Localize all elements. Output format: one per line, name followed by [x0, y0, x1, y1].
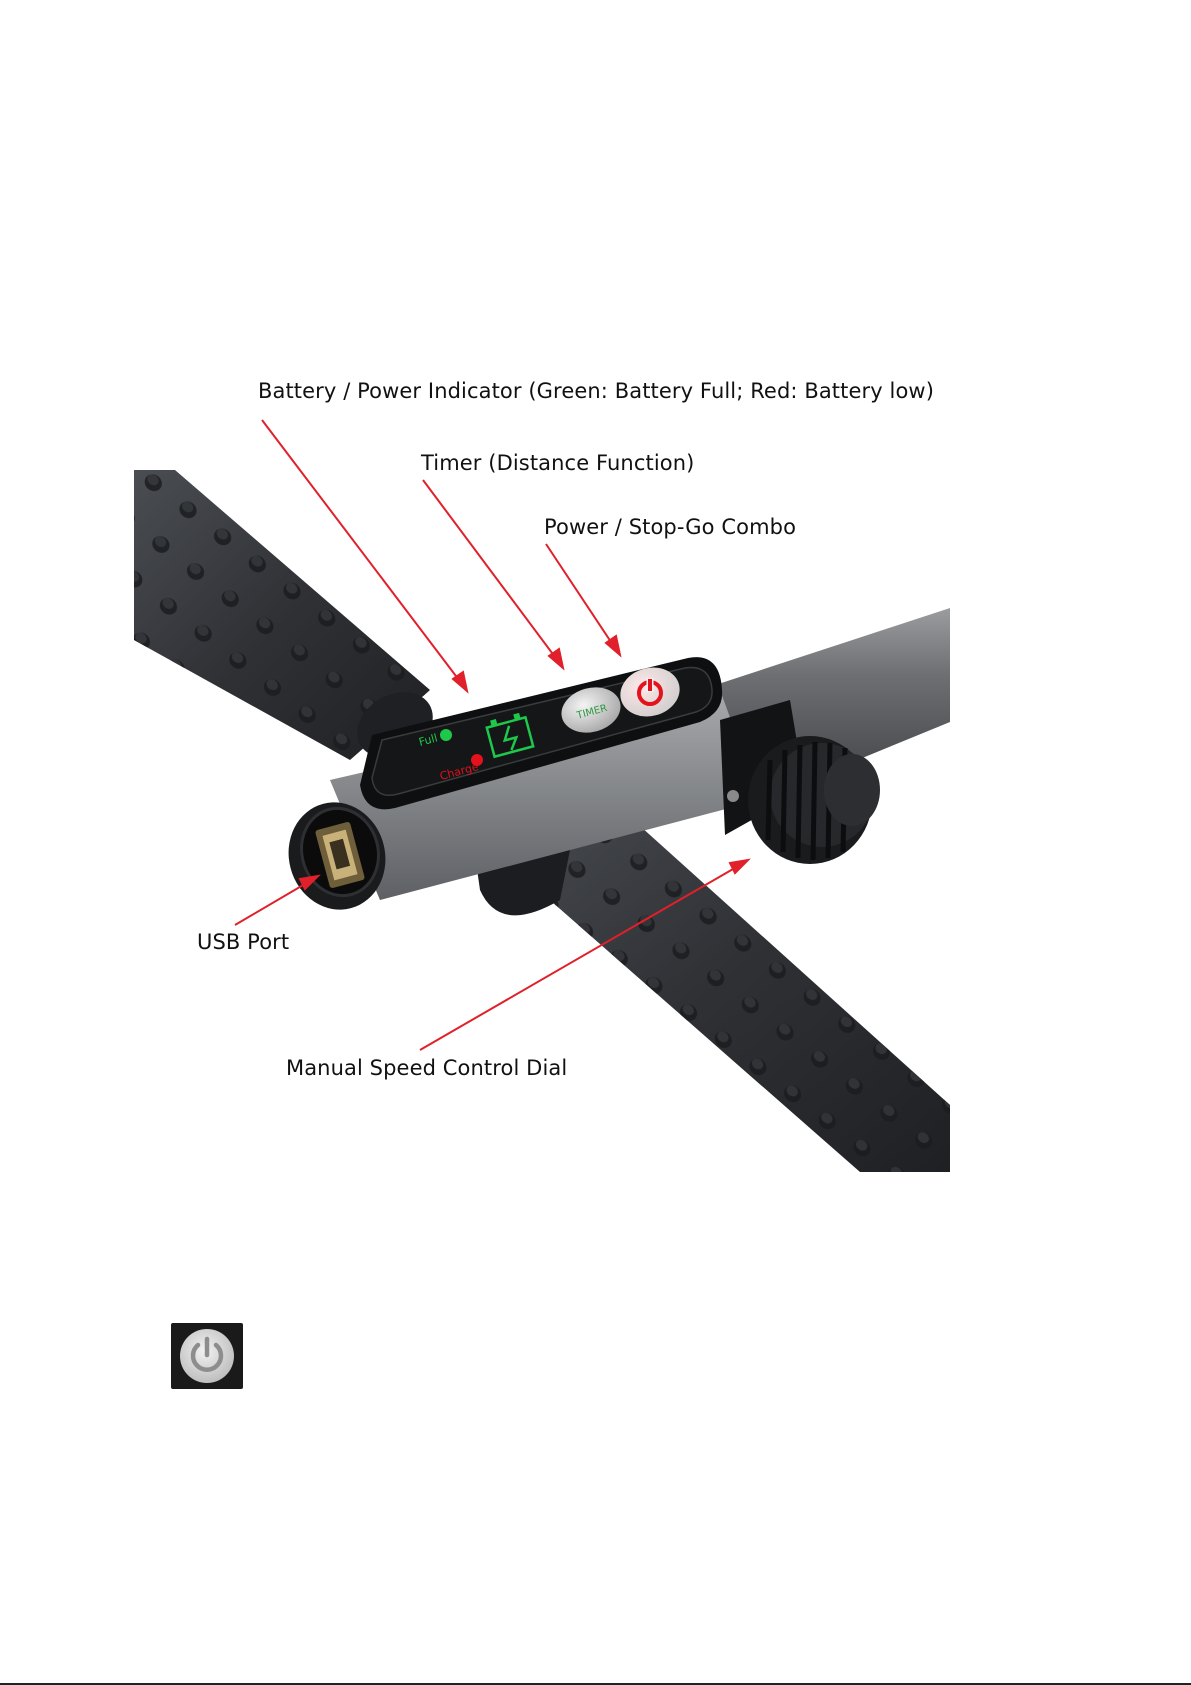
full-led [440, 729, 452, 741]
power-label: Power / Stop-Go Combo [544, 515, 796, 539]
battery-indicator-label: Battery / Power Indicator (Green: Batter… [258, 379, 934, 403]
timer-arrow [423, 480, 563, 668]
usb-arrow [235, 876, 318, 925]
power-icon [171, 1323, 243, 1389]
power-arrow [546, 544, 620, 655]
power-button-thumbnail [171, 1323, 243, 1389]
timer-label: Timer (Distance Function) [421, 451, 694, 475]
usb-port-label: USB Port [197, 930, 289, 954]
speed-dial-label: Manual Speed Control Dial [286, 1056, 567, 1080]
